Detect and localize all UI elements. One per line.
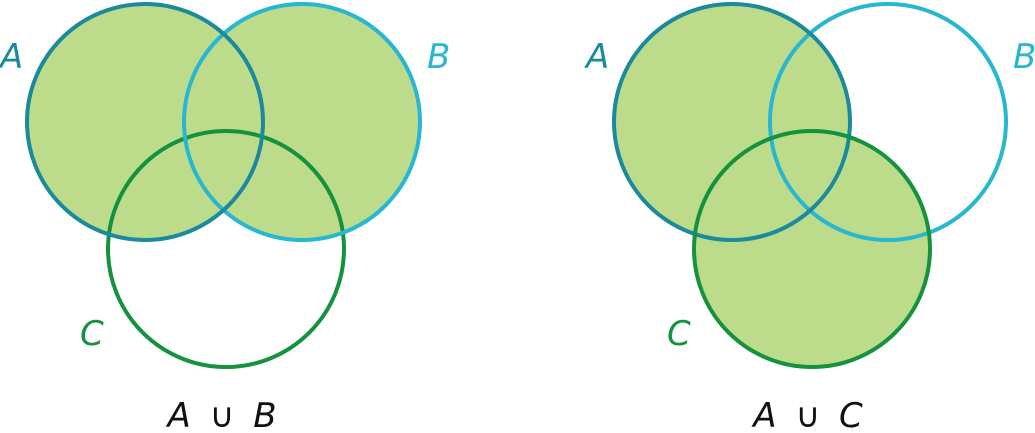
- label-c: C: [80, 314, 104, 354]
- caption-right-set: C: [839, 396, 863, 433]
- label-b: B: [1013, 37, 1035, 77]
- circle-c: [692, 129, 932, 369]
- circle-a: [25, 2, 265, 242]
- caption-right-set: B: [253, 396, 276, 433]
- shaded-region: [27, 4, 420, 240]
- circle-a: [612, 2, 852, 242]
- circle-b: [182, 2, 422, 242]
- shaded-region: [614, 4, 930, 367]
- circle-b: [768, 2, 1008, 242]
- label-b: B: [427, 37, 450, 77]
- fill-c: [694, 131, 930, 367]
- union-symbol: ∪: [795, 396, 820, 433]
- caption-a-union-b: A ∪ B: [165, 396, 276, 433]
- caption-left-set: A: [751, 396, 776, 433]
- union-symbol: ∪: [210, 396, 235, 433]
- label-c: C: [667, 314, 691, 354]
- venn-diagram-a-union-c: A B C A ∪ C: [584, 2, 1035, 433]
- label-a: A: [0, 37, 23, 77]
- circle-c: [106, 129, 346, 369]
- fill-b: [184, 4, 420, 240]
- caption-left-set: A: [165, 396, 190, 433]
- label-a: A: [584, 37, 609, 77]
- caption-a-union-c: A ∪ C: [751, 396, 863, 433]
- venn-diagram-a-union-b: A B C A ∪ B: [0, 2, 450, 433]
